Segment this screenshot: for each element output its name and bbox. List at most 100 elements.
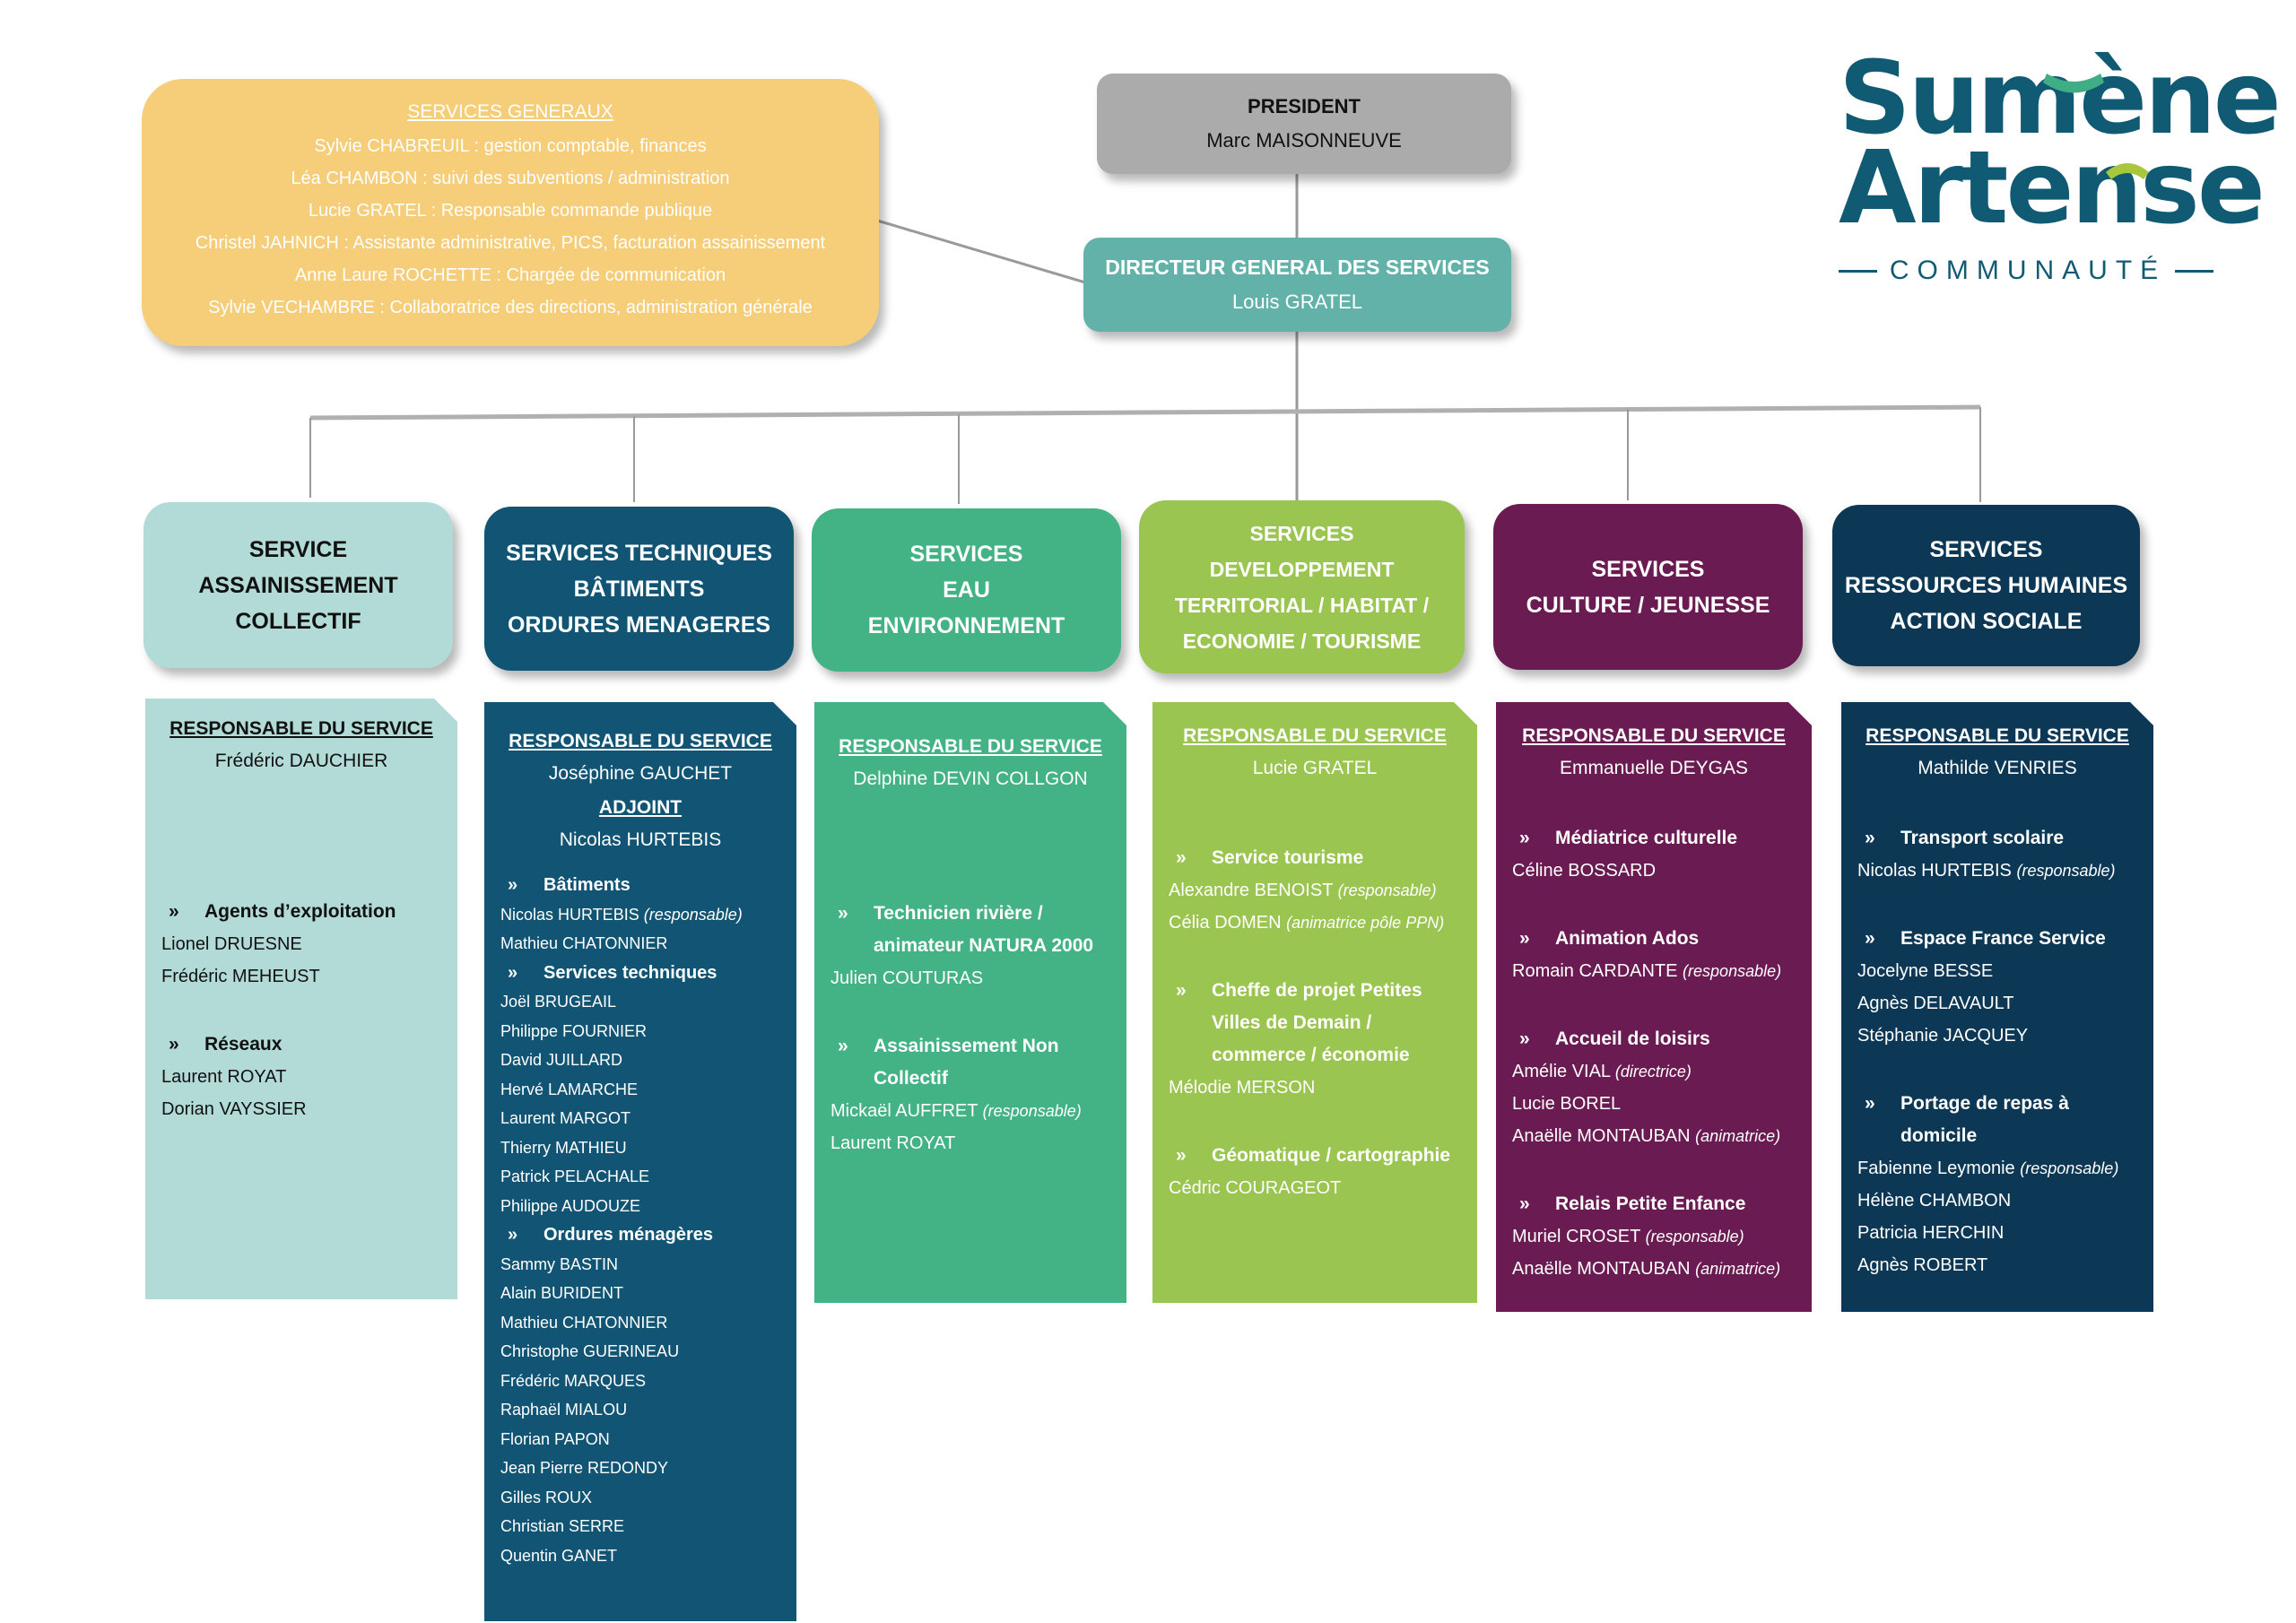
member-name: Joël BRUGEAIL — [500, 993, 617, 1011]
member-name: Quentin GANET — [500, 1546, 618, 1565]
member-name: David JUILLARD — [500, 1051, 623, 1069]
service-title-line: ACTION SOCIALE — [1890, 609, 2083, 634]
member-role: (responsable) — [643, 905, 743, 924]
group-title: »Portage de repas à domicile — [1857, 1088, 2137, 1152]
group-member: Gilles ROUX — [500, 1483, 780, 1513]
group-title-text: Réseaux — [204, 1034, 283, 1055]
responsable-label: RESPONSABLE DU SERVICE — [1866, 725, 2129, 746]
logo-rule-right — [2175, 269, 2214, 273]
service-title-line: ECONOMIE / TOURISME — [1182, 629, 1422, 653]
services-generaux-member: Sylvie VECHAMBRE : Collaboratrice des di… — [208, 298, 813, 317]
member-name: Gilles ROUX — [500, 1488, 593, 1506]
group-member: Mathieu CHATONNIER — [500, 1308, 780, 1338]
group-member: Frédéric MEHEUST — [161, 960, 441, 993]
member-name: Muriel CROSET — [1512, 1227, 1640, 1246]
service-group: »Cheffe de projet Petites Villes de Dema… — [1169, 975, 1461, 1104]
logo-tagline-row: COMMUNAUTÉ — [1839, 256, 2214, 286]
group-member: Lucie BOREL — [1512, 1088, 1796, 1120]
group-title-text: Accueil de loisirs — [1555, 1028, 1710, 1049]
member-name: Lucie BOREL — [1512, 1094, 1622, 1114]
group-member: Quentin GANET — [500, 1541, 780, 1571]
group-member: Joël BRUGEAIL — [500, 987, 780, 1017]
service-title-line: ASSAINISSEMENT — [198, 572, 398, 598]
logo-tagline: COMMUNAUTÉ — [1889, 256, 2167, 285]
group-member: Céline BOSSARD — [1512, 855, 1796, 887]
member-name: Dorian VAYSSIER — [161, 1099, 307, 1119]
group-title: »Médiatrice culturelle — [1512, 822, 1796, 855]
bullet-chevron-icon: » — [508, 962, 518, 983]
group-title: »Cheffe de projet Petites Villes de Dema… — [1169, 975, 1461, 1072]
group-title-text: Médiatrice culturelle — [1555, 828, 1738, 848]
bullet-chevron-icon: » — [838, 903, 848, 924]
group-member: Alexandre BENOIST (responsable) — [1169, 874, 1461, 907]
services-generaux-member: Christel JAHNICH : Assistante administra… — [195, 233, 826, 253]
member-role: (animatrice) — [1695, 1260, 1781, 1278]
group-member: Amélie VIAL (directrice) — [1512, 1055, 1796, 1088]
group-title: »Technicien rivière / animateur NATURA 2… — [831, 898, 1110, 962]
group-title-text: Transport scolaire — [1900, 828, 2065, 848]
bullet-chevron-icon: » — [1176, 980, 1187, 1001]
group-member: Raphaël MIALOU — [500, 1395, 780, 1425]
group-title-text: Bâtiments — [544, 875, 631, 895]
group-member: Philippe FOURNIER — [500, 1017, 780, 1046]
bullet-chevron-icon: » — [1176, 847, 1187, 868]
member-name: Cédric COURAGEOT — [1169, 1178, 1342, 1198]
group-title-text: Géomatique / cartographie — [1212, 1145, 1451, 1166]
member-role: (responsable) — [982, 1102, 1082, 1120]
member-name: Amélie VIAL — [1512, 1062, 1611, 1081]
member-name: Laurent ROYAT — [831, 1133, 956, 1153]
dg-name: Louis GRATEL — [1231, 291, 1363, 313]
group-member: Thierry MATHIEU — [500, 1133, 780, 1163]
bullet-chevron-icon: » — [1176, 1145, 1187, 1166]
service-title-line: SERVICES TECHNIQUES — [506, 540, 772, 566]
responsable-name: Mathilde VENRIES — [1918, 758, 2077, 778]
responsable-label: RESPONSABLE DU SERVICE — [1183, 725, 1447, 746]
member-name: Sammy BASTIN — [500, 1254, 619, 1273]
member-name: Agnès DELAVAULT — [1857, 994, 2014, 1013]
group-member: Nicolas HURTEBIS (responsable) — [500, 900, 780, 930]
responsable-label: RESPONSABLE DU SERVICE — [170, 718, 433, 739]
member-name: Mélodie MERSON — [1169, 1078, 1316, 1098]
group-title: » Services techniques — [500, 959, 780, 988]
logo-line2: Artense — [1839, 130, 2266, 247]
group-title-text: Agents d’exploitation — [204, 901, 396, 922]
member-name: Anaëlle MONTAUBAN — [1512, 1259, 1691, 1279]
member-role: (directrice) — [1614, 1063, 1692, 1081]
group-member: Jocelyne BESSE — [1857, 955, 2137, 987]
member-name: Patrick PELACHALE — [500, 1167, 650, 1185]
service-title-line: SERVICES — [1249, 521, 1354, 545]
group-member: Laurent ROYAT — [161, 1061, 441, 1093]
service-title-line: RESSOURCES HUMAINES — [1844, 573, 2128, 598]
service-group: »Technicien rivière / animateur NATURA 2… — [831, 898, 1110, 994]
member-name: Frédéric MARQUES — [500, 1371, 647, 1390]
member-name: Nicolas HURTEBIS — [500, 905, 639, 924]
group-member: Christian SERRE — [500, 1512, 780, 1541]
responsable-label: RESPONSABLE DU SERVICE — [1522, 725, 1786, 746]
bullet-chevron-icon: » — [169, 1034, 179, 1055]
service-title-line: SERVICES — [909, 542, 1023, 567]
group-member: Patricia HERCHIN — [1857, 1217, 2137, 1249]
group-title: »Agents d’exploitation — [161, 896, 441, 928]
group-member: Florian PAPON — [500, 1425, 780, 1454]
group-title: »Espace France Service — [1857, 923, 2137, 955]
logo-accent-marks — [2043, 74, 2149, 179]
member-name: Julien COUTURAS — [831, 968, 984, 988]
member-name: Célia DOMEN — [1169, 913, 1282, 933]
member-role: (responsable) — [1683, 962, 1782, 980]
group-title-text: Services techniques — [544, 962, 718, 983]
group-title: »Accueil de loisirs — [1512, 1023, 1796, 1055]
service-title-line: ORDURES MENAGERES — [507, 612, 771, 638]
services-generaux-box: SERVICES GENERAUX Sylvie CHABREUIL : ges… — [142, 79, 879, 346]
